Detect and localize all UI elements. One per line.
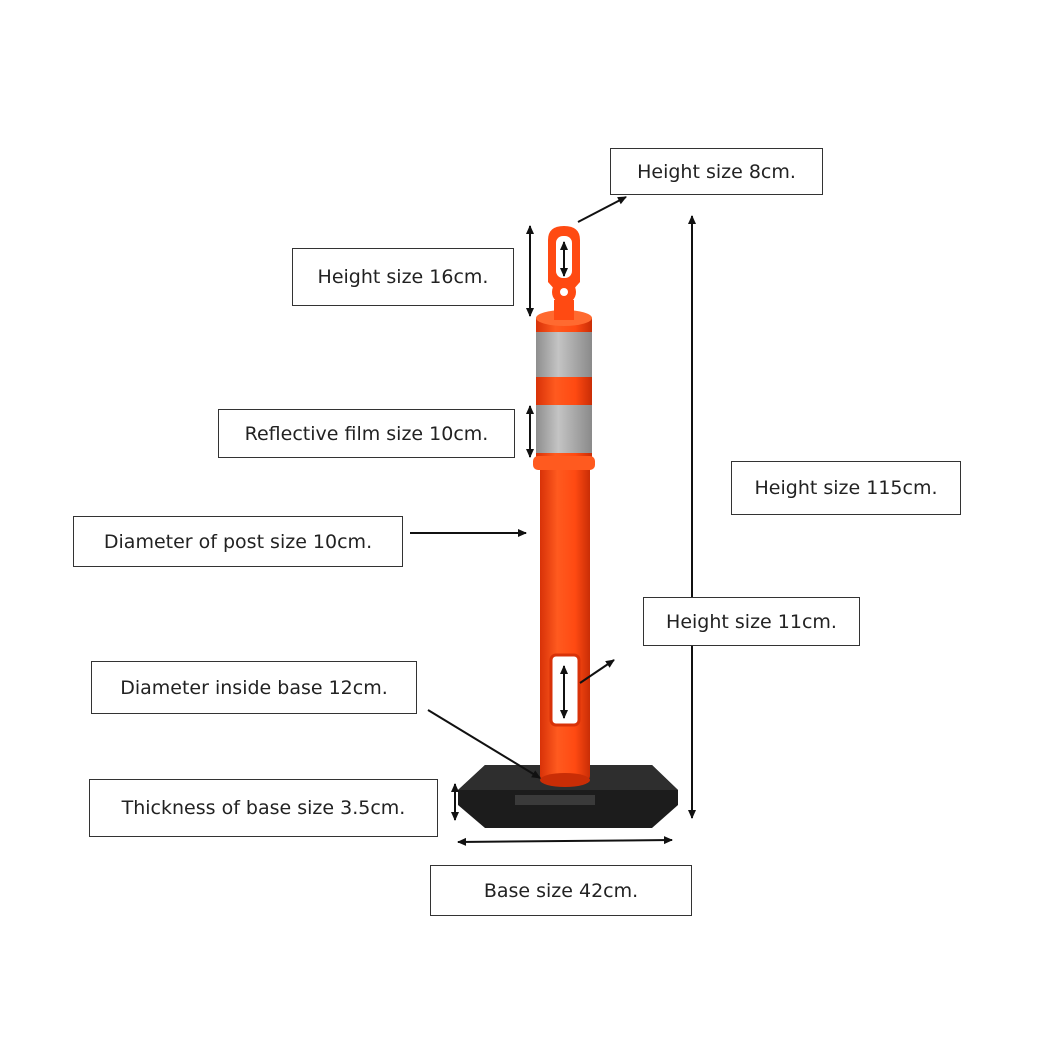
label-inner-base-diameter: Diameter inside base 12cm.: [91, 661, 417, 714]
label-base-thickness: Thickness of base size 3.5cm.: [89, 779, 438, 837]
label-post-diameter: Diameter of post size 10cm.: [73, 516, 403, 567]
label-top-section-height: Height size 16cm.: [292, 248, 514, 306]
dimension-arrows: [410, 196, 696, 846]
arrow-top-loop-pointer: [577, 196, 627, 223]
label-top-loop-height: Height size 8cm.: [610, 148, 823, 195]
label-base-size: Base size 42cm.: [430, 865, 692, 916]
post: [533, 310, 595, 787]
arrow-base-size: [457, 836, 673, 846]
label-total-height: Height size 115cm.: [731, 461, 961, 515]
label-reflective-film: Reflective film size 10cm.: [218, 409, 515, 458]
arrow-inner-base-diameter: [427, 709, 541, 779]
label-handle-height: Height size 11cm.: [643, 597, 860, 646]
reflective-film-lower: [536, 405, 592, 453]
reflective-film-upper: [536, 332, 592, 377]
arrow-handle-pointer: [579, 659, 615, 684]
